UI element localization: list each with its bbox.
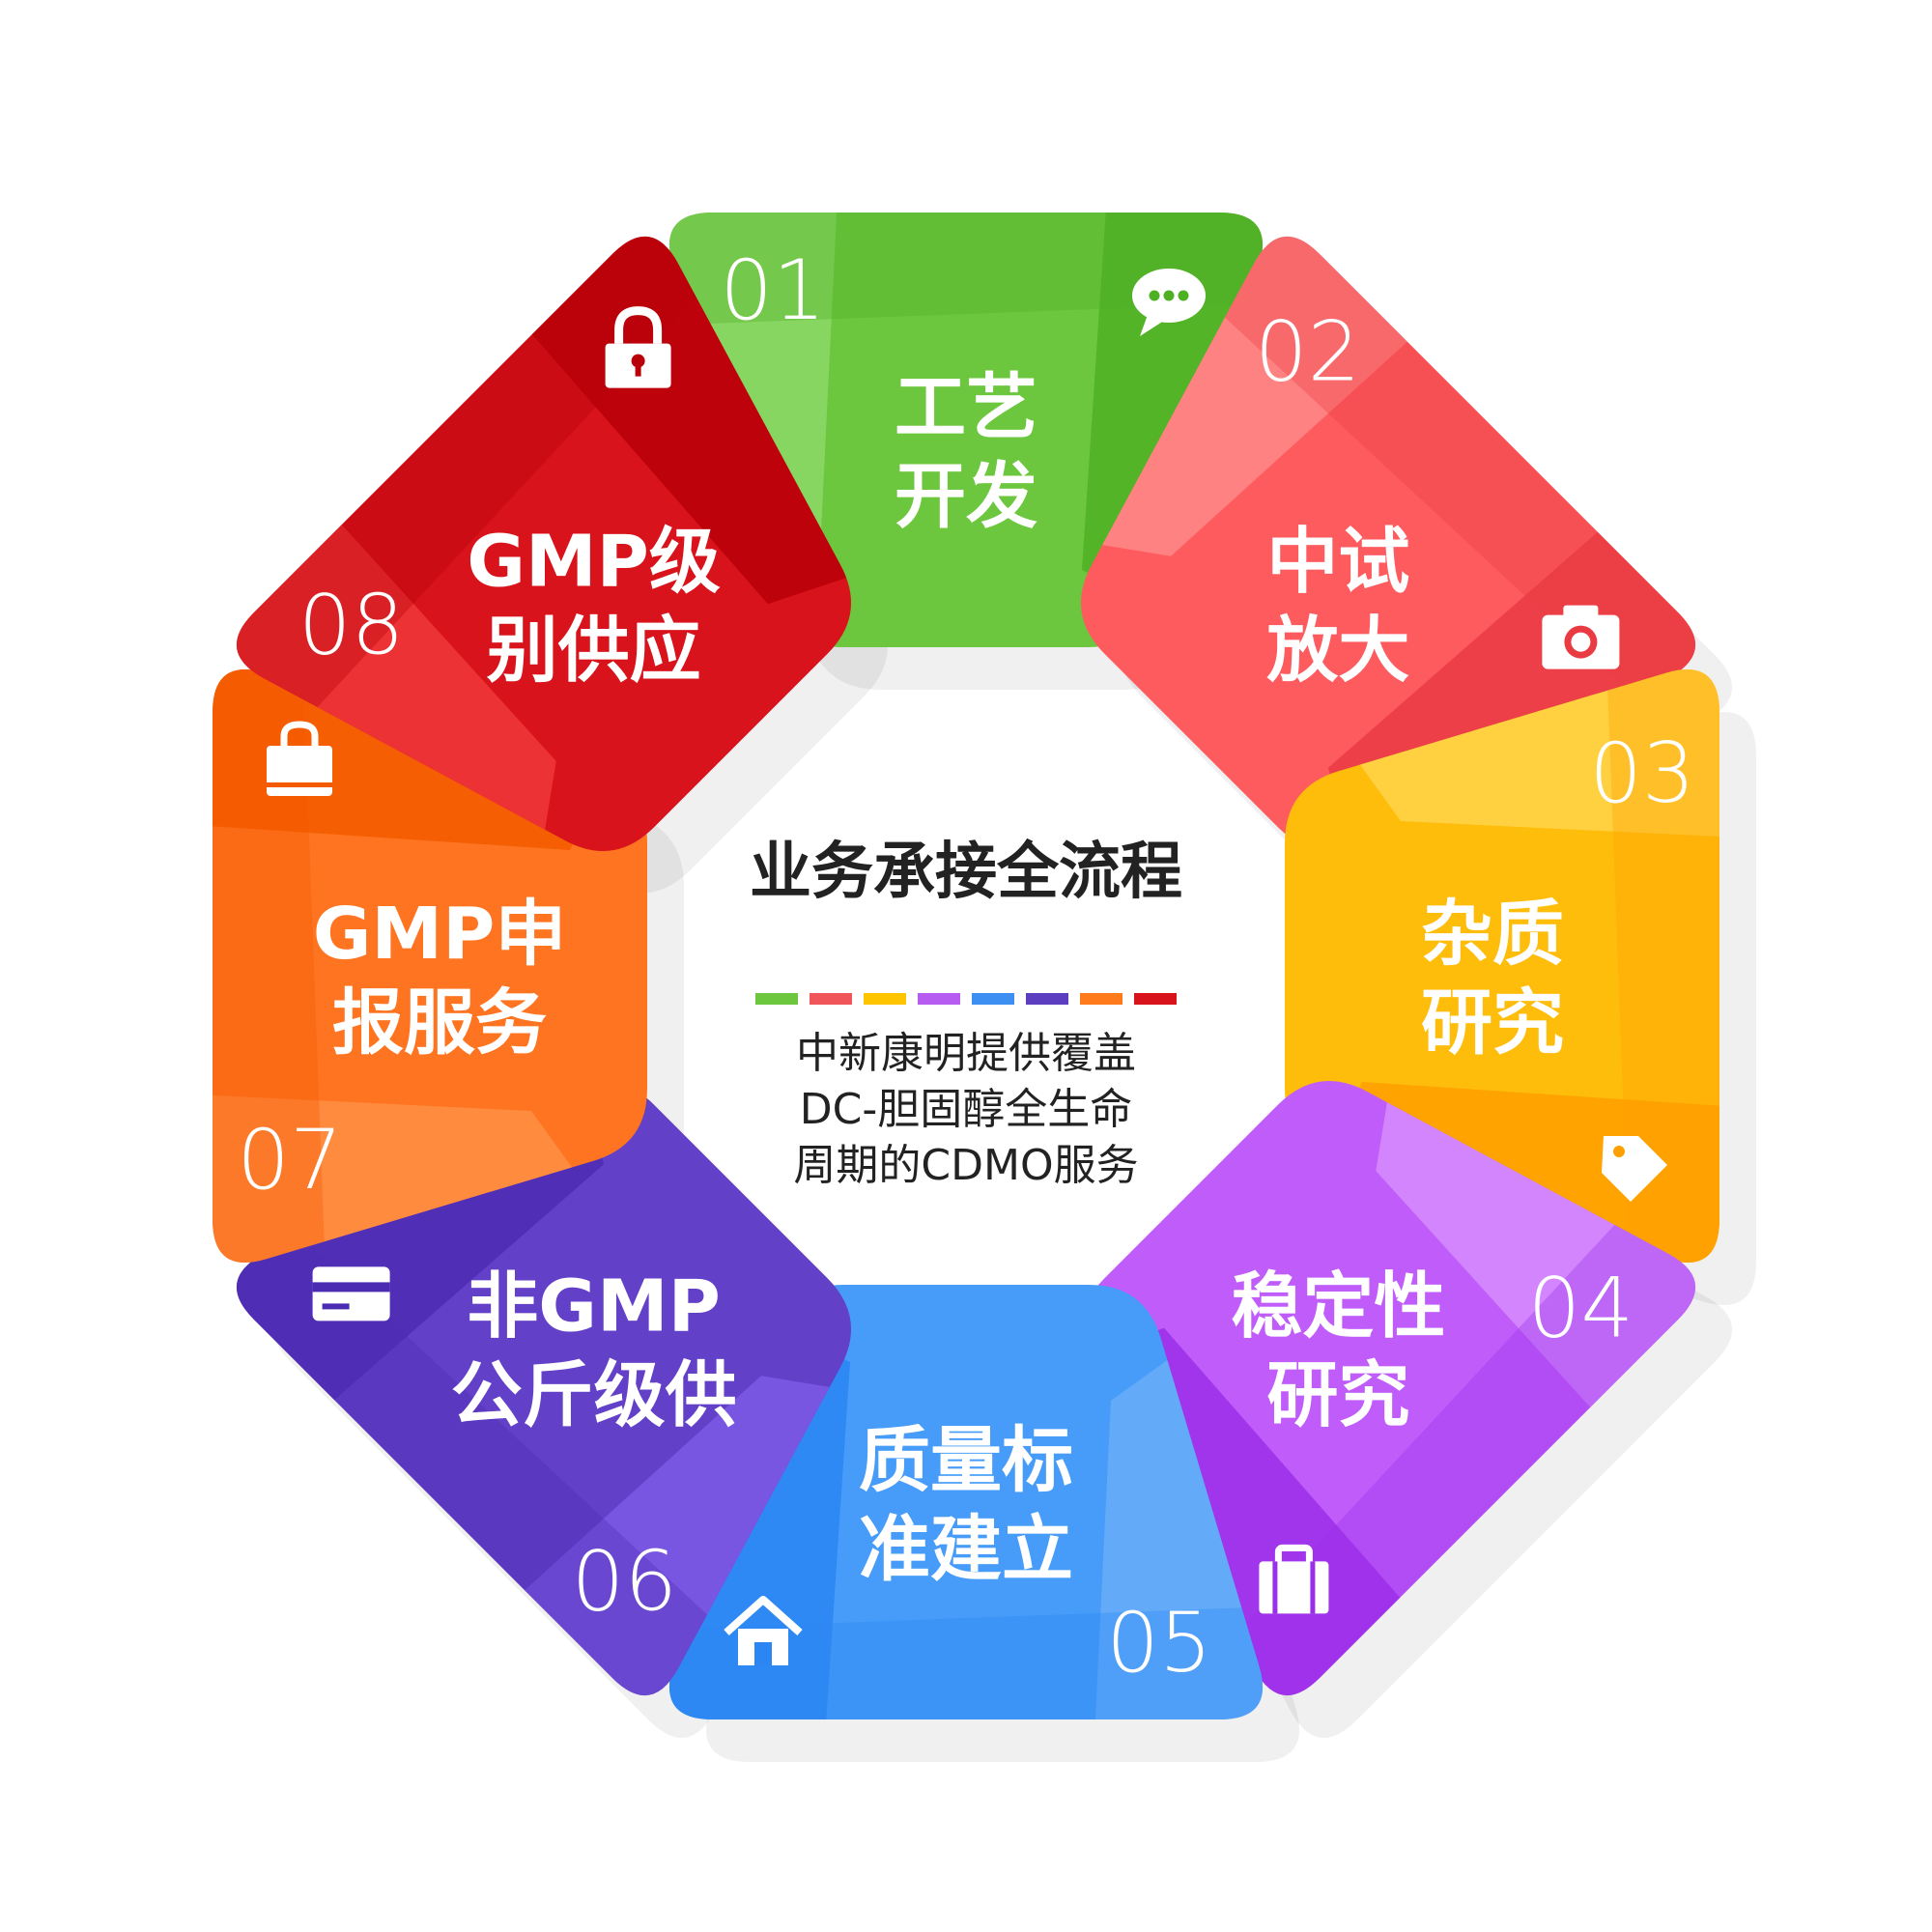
segment-number: 01 xyxy=(720,242,825,339)
segment-label-line: 别供应 xyxy=(487,610,701,693)
segment-label-line: 研究 xyxy=(1421,981,1564,1065)
color-bar-swatch xyxy=(810,993,852,1005)
color-bar-swatch xyxy=(1026,993,1068,1005)
segment-label-line: 准建立 xyxy=(859,1508,1073,1591)
segment-number: 07 xyxy=(237,1112,342,1208)
tag-icon xyxy=(1602,1136,1667,1202)
center-title: 业务承接全流程 xyxy=(750,837,1182,908)
segment-facet-outer xyxy=(236,1164,789,1696)
segment-number: 03 xyxy=(1589,725,1694,822)
segment-label-line: 中试 xyxy=(1266,521,1409,604)
center-subtitle-line-3: 周期的CDMO服务 xyxy=(793,1141,1138,1190)
color-bar-swatch xyxy=(755,993,798,1005)
color-bar-swatch xyxy=(1134,993,1177,1005)
center-subtitle-line-1: 中新康明提供覆盖 xyxy=(796,1029,1136,1078)
shopping-bag-icon xyxy=(267,721,332,796)
segment-number: 04 xyxy=(1528,1261,1634,1357)
segment-label-line: 质量标 xyxy=(859,1419,1073,1502)
segment-label-line: GMP级 xyxy=(467,521,721,604)
camera-icon xyxy=(1542,605,1620,669)
color-bar xyxy=(755,993,1177,1005)
segment-number: 05 xyxy=(1106,1595,1211,1691)
segment-label-line: GMP申 xyxy=(313,893,567,976)
color-bar-swatch xyxy=(1080,993,1122,1005)
segment-number: 06 xyxy=(572,1533,677,1630)
segment-label-line: 工艺 xyxy=(895,366,1037,449)
segment-number: 02 xyxy=(1255,304,1360,401)
credit-card-icon xyxy=(312,1266,390,1321)
segment-label-line: 非GMP xyxy=(467,1264,721,1348)
color-bar-swatch xyxy=(918,993,960,1005)
segment-label-line: 开发 xyxy=(895,455,1037,538)
segment-facet-outer xyxy=(236,236,768,789)
speech-bubble-icon xyxy=(1132,269,1206,336)
segment-label-line: 报服务 xyxy=(332,981,547,1065)
color-bar-swatch xyxy=(864,993,906,1005)
segment-facet-outer xyxy=(1164,1143,1696,1696)
segment-number: 08 xyxy=(298,577,404,673)
segment-label-line: 研究 xyxy=(1266,1353,1409,1436)
color-bar-swatch xyxy=(972,993,1014,1005)
segment-label-line: 稳定性 xyxy=(1231,1264,1445,1348)
segment-facet-outer xyxy=(1143,236,1696,768)
center-subtitle-line-2: DC-胆固醇全生命 xyxy=(800,1085,1132,1134)
segment-label-line: 放大 xyxy=(1266,610,1409,693)
center-panel: 业务承接全流程 中新康明提供覆盖 DC-胆固醇全生命 周期的CDMO服务 xyxy=(750,837,1182,1190)
segment-label-line: 杂质 xyxy=(1421,893,1564,976)
segments-ring: 工艺开发01中试放大02杂质研究03稳定性研究04质量标准建立05非GMP公斤级… xyxy=(213,213,1719,1719)
segment-label-line: 公斤级供 xyxy=(451,1353,737,1436)
house-icon xyxy=(724,1596,803,1665)
briefcase-icon xyxy=(1259,1544,1329,1614)
padlock-icon xyxy=(605,306,671,388)
